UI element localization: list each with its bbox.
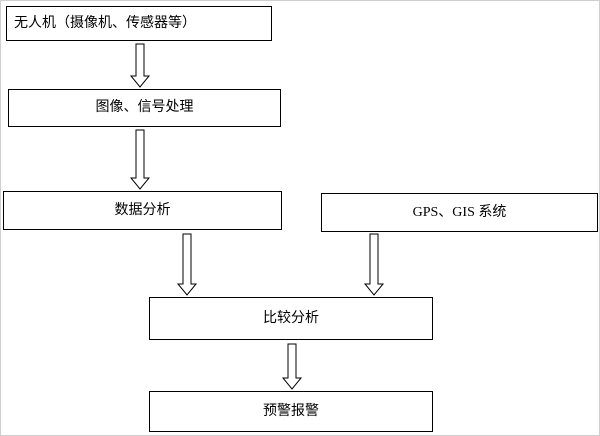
flow-node-gps-gis: GPS、GIS 系统 bbox=[321, 193, 598, 232]
flow-node-uav-label: 无人机（摄像机、传感器等） bbox=[14, 15, 196, 31]
down-arrow-icon bbox=[176, 233, 198, 296]
down-arrow-icon bbox=[129, 129, 151, 190]
down-arrow-icon bbox=[129, 43, 151, 88]
flow-node-data-analysis-label: 数据分析 bbox=[114, 202, 171, 218]
flow-node-signal-processing-label: 图像、信号处理 bbox=[95, 100, 194, 115]
flow-node-uav: 无人机（摄像机、传感器等） bbox=[6, 6, 272, 41]
flow-node-warning-alarm-label: 预警报警 bbox=[263, 403, 319, 419]
down-arrow-icon bbox=[363, 233, 385, 296]
flow-node-compare-analysis: 比较分析 bbox=[149, 297, 433, 340]
flow-node-warning-alarm: 预警报警 bbox=[149, 391, 433, 432]
flow-node-compare-analysis-label: 比较分析 bbox=[263, 310, 319, 326]
flow-node-data-analysis: 数据分析 bbox=[3, 191, 282, 230]
flow-node-gps-gis-label: GPS、GIS 系统 bbox=[412, 204, 507, 220]
down-arrow-icon bbox=[281, 343, 303, 390]
flow-node-signal-processing: 图像、信号处理 bbox=[8, 89, 281, 127]
